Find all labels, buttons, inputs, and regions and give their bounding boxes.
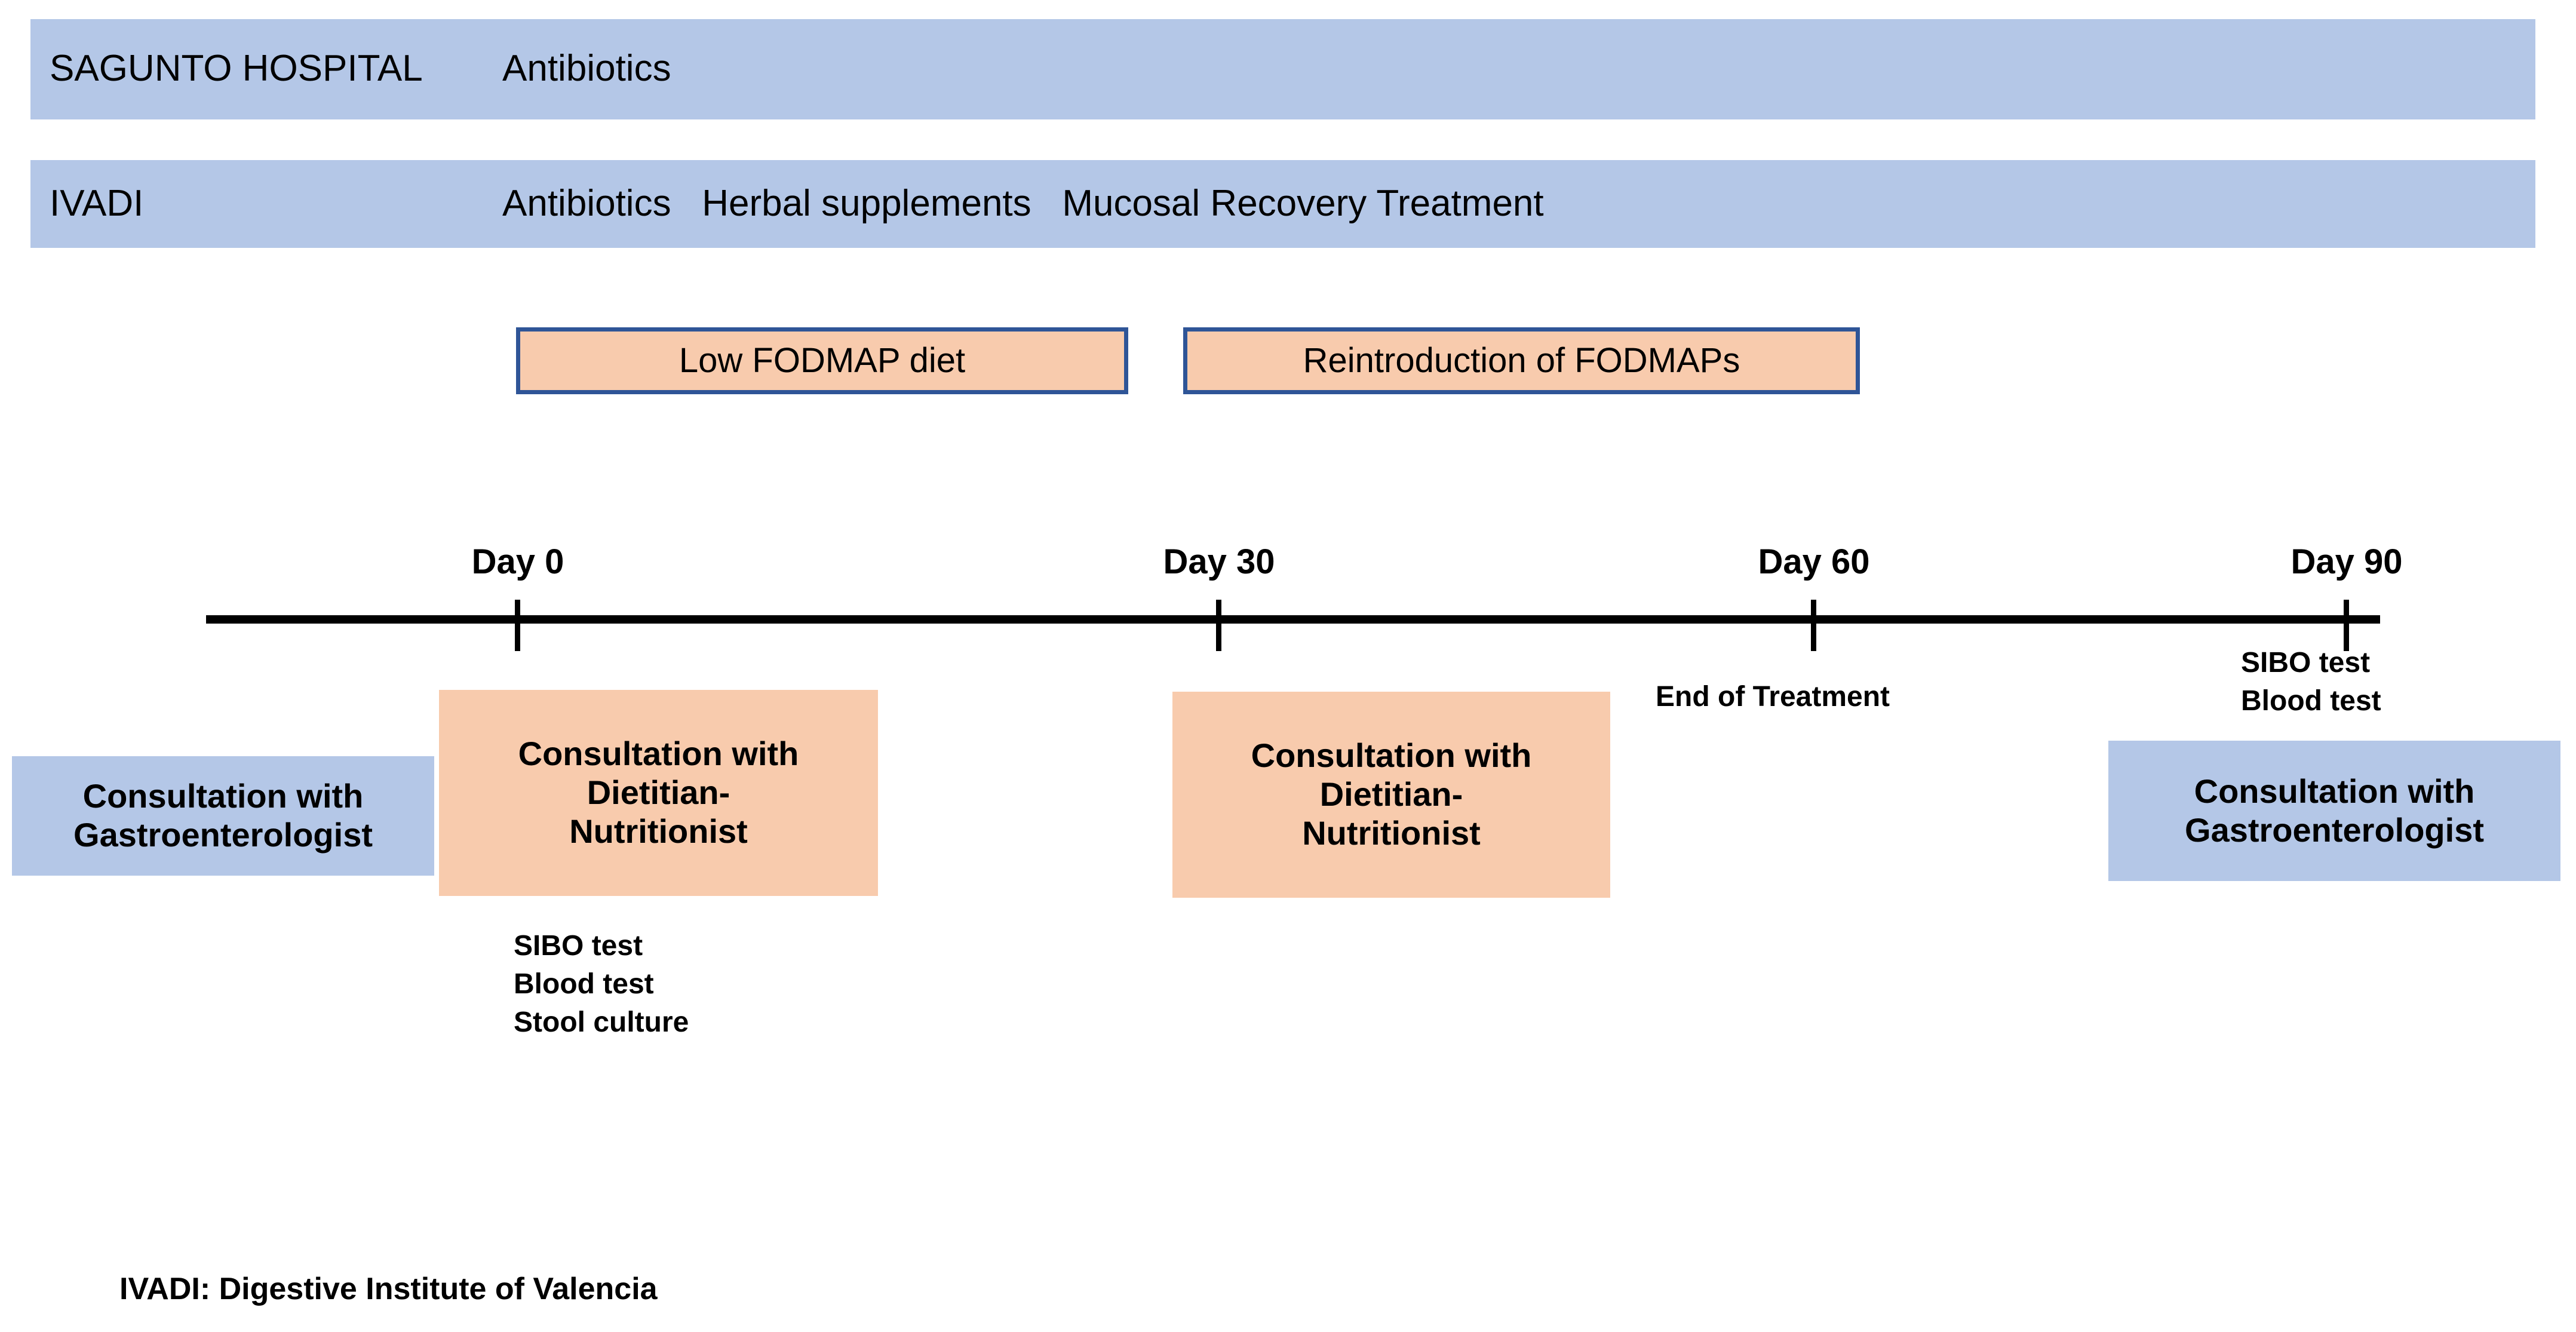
timeline-label-day-90: Day 90: [2291, 542, 2403, 581]
annotation-end-of-treatment: End of Treatment: [1656, 681, 1890, 713]
treatment-bar-sagunto-hospital: SAGUNTO HOSPITAL Antibiotics: [30, 19, 2535, 119]
diet-phase-low-fodmap: Low FODMAP diet: [516, 327, 1128, 394]
event-box-day0-dietitian-nutritionist: Consultation with Dietitian- Nutritionis…: [439, 690, 878, 896]
event-day90-gastro-line-1: Consultation with: [2194, 772, 2475, 810]
timeline-tick-day-30: [1216, 600, 1221, 651]
annotation-day0-test-1: SIBO test: [514, 930, 643, 962]
event-day0-dietitian-line-3: Nutritionist: [569, 812, 748, 850]
event-baseline-gastro-line-1: Consultation with: [82, 777, 364, 815]
annotation-day90-test-2: Blood test: [2241, 685, 2381, 717]
timeline-label-day-60: Day 60: [1758, 542, 1870, 581]
diet-phase-reintroduction-label: Reintroduction of FODMAPs: [1303, 341, 1740, 380]
timeline-tick-day-60: [1811, 600, 1816, 651]
event-day30-dietitian-line-2: Dietitian-: [1319, 775, 1463, 814]
timeline-axis: [206, 615, 2380, 624]
footnote-ivadi-abbreviation: IVADI: Digestive Institute of Valencia: [119, 1272, 658, 1306]
treatment-bar-ivadi-site-label: IVADI: [50, 183, 144, 224]
event-day0-dietitian-line-2: Dietitian-: [587, 774, 730, 812]
event-baseline-gastro-line-2: Gastroenterologist: [73, 816, 373, 854]
timeline-tick-day-0: [515, 600, 520, 651]
annotation-day0-test-2: Blood test: [514, 968, 654, 1000]
diet-phase-reintroduction: Reintroduction of FODMAPs: [1183, 327, 1860, 394]
timeline-label-day-30: Day 30: [1163, 542, 1275, 581]
annotation-day90-tests: SIBO test Blood test: [2241, 644, 2381, 720]
event-box-baseline-gastroenterologist: Consultation with Gastroenterologist: [12, 756, 434, 876]
event-box-day30-dietitian-nutritionist: Consultation with Dietitian- Nutritionis…: [1172, 692, 1610, 898]
event-day30-dietitian-line-3: Nutritionist: [1302, 814, 1481, 852]
timeline-tick-day-90: [2344, 600, 2349, 651]
treatment-bar-ivadi-therapies-label: Antibiotics Herbal supplements Mucosal R…: [502, 183, 1544, 224]
annotation-day90-test-1: SIBO test: [2241, 647, 2371, 679]
annotation-day0-tests: SIBO test Blood test Stool culture: [514, 927, 689, 1041]
event-day30-dietitian-line-1: Consultation with: [1251, 736, 1532, 775]
event-day90-gastro-line-2: Gastroenterologist: [2185, 811, 2484, 849]
annotation-day0-test-3: Stool culture: [514, 1006, 689, 1038]
treatment-bar-ivadi: IVADI Antibiotics Herbal supplements Muc…: [30, 160, 2535, 248]
event-day0-dietitian-line-1: Consultation with: [518, 735, 799, 773]
event-box-day90-gastroenterologist: Consultation with Gastroenterologist: [2108, 741, 2560, 881]
treatment-bar-sagunto-therapies-label: Antibiotics: [502, 48, 671, 89]
diet-phase-low-fodmap-label: Low FODMAP diet: [678, 341, 966, 380]
treatment-bar-sagunto-site-label: SAGUNTO HOSPITAL: [50, 48, 423, 89]
timeline-label-day-0: Day 0: [471, 542, 564, 581]
